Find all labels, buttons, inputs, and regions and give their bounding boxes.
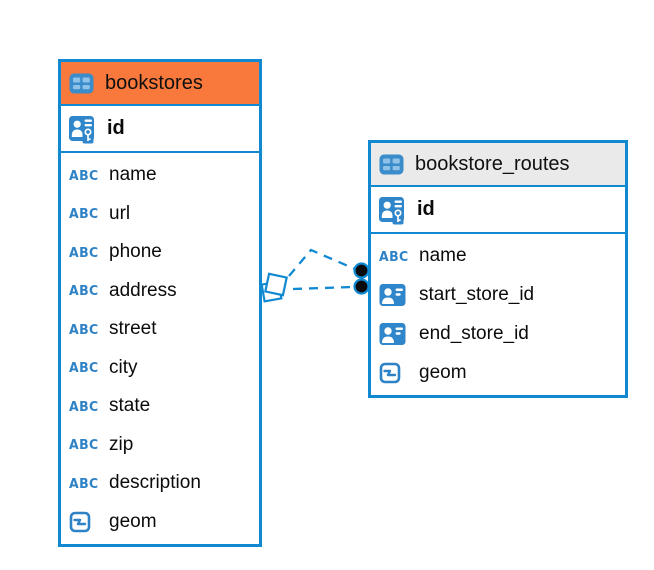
- column-row[interactable]: ABC address: [61, 272, 259, 311]
- text-type-icon: ABC: [69, 205, 99, 222]
- table-title: bookstores: [105, 71, 203, 94]
- column-label: phone: [109, 241, 162, 263]
- column-row[interactable]: ABC zip: [61, 426, 259, 465]
- geometry-type-icon: [379, 362, 410, 384]
- column-row[interactable]: ABC name: [371, 237, 625, 276]
- foreign-key-icon: [379, 322, 410, 346]
- text-type-icon: ABC: [379, 248, 409, 265]
- relation-line-end-store-id[interactable]: [292, 285, 353, 291]
- column-list: ABC name ABC url ABC phone ABC address A…: [61, 153, 259, 544]
- column-row[interactable]: end_store_id: [371, 315, 625, 354]
- column-row[interactable]: ABC street: [61, 310, 259, 349]
- column-list: ABC name start_store_id: [371, 234, 625, 395]
- column-row[interactable]: ABC name: [61, 156, 259, 195]
- table-title: bookstore_routes: [415, 152, 570, 175]
- column-row[interactable]: ABC state: [61, 387, 259, 426]
- relation-dot-start-store-id: [353, 262, 370, 279]
- column-label: description: [109, 472, 201, 494]
- geometry-type-icon: [69, 511, 100, 533]
- text-type-icon: ABC: [69, 282, 99, 299]
- primary-key-user-icon: [378, 195, 409, 225]
- relation-dot-end-store-id: [353, 278, 370, 295]
- column-row-pk[interactable]: id: [371, 187, 625, 234]
- text-type-icon: ABC: [69, 475, 99, 492]
- column-label: name: [109, 164, 157, 186]
- column-label: street: [109, 318, 157, 340]
- table-icon: [379, 154, 406, 175]
- foreign-key-icon: [379, 283, 410, 307]
- text-type-icon: ABC: [69, 167, 99, 184]
- column-label: start_store_id: [419, 284, 535, 306]
- text-type-icon: ABC: [69, 321, 99, 338]
- column-label: address: [109, 279, 177, 301]
- column-label: geom: [109, 510, 157, 532]
- primary-key-label: id: [417, 198, 435, 220]
- text-type-icon: ABC: [69, 244, 99, 261]
- column-row-pk[interactable]: id: [61, 106, 259, 153]
- column-label: url: [109, 202, 131, 224]
- column-row[interactable]: geom: [61, 503, 259, 542]
- column-label: zip: [109, 433, 134, 455]
- column-row[interactable]: ABC description: [61, 464, 259, 503]
- column-row[interactable]: geom: [371, 353, 625, 392]
- column-row[interactable]: ABC url: [61, 195, 259, 234]
- table-icon: [69, 73, 96, 94]
- column-label: geom: [419, 361, 467, 383]
- table-bookstores[interactable]: bookstores id ABC: [58, 59, 262, 547]
- relation-source-marker: [260, 272, 288, 303]
- column-row[interactable]: start_store_id: [371, 276, 625, 315]
- primary-key-label: id: [107, 117, 125, 139]
- table-header-bookstore-routes[interactable]: bookstore_routes: [371, 143, 625, 187]
- text-type-icon: ABC: [69, 359, 99, 376]
- table-bookstore-routes[interactable]: bookstore_routes id ABC: [368, 140, 628, 398]
- text-type-icon: ABC: [69, 436, 99, 453]
- column-row[interactable]: ABC city: [61, 349, 259, 388]
- relation-line-start-store-id[interactable]: [288, 248, 356, 277]
- primary-key-user-icon: [68, 114, 99, 144]
- column-label: end_store_id: [419, 322, 529, 344]
- text-type-icon: ABC: [69, 398, 99, 415]
- column-row[interactable]: ABC phone: [61, 233, 259, 272]
- table-header-bookstores[interactable]: bookstores: [61, 62, 259, 106]
- column-label: state: [109, 395, 151, 417]
- column-label: city: [109, 356, 138, 378]
- column-label: name: [419, 245, 467, 267]
- relation-target-markers: [353, 262, 370, 295]
